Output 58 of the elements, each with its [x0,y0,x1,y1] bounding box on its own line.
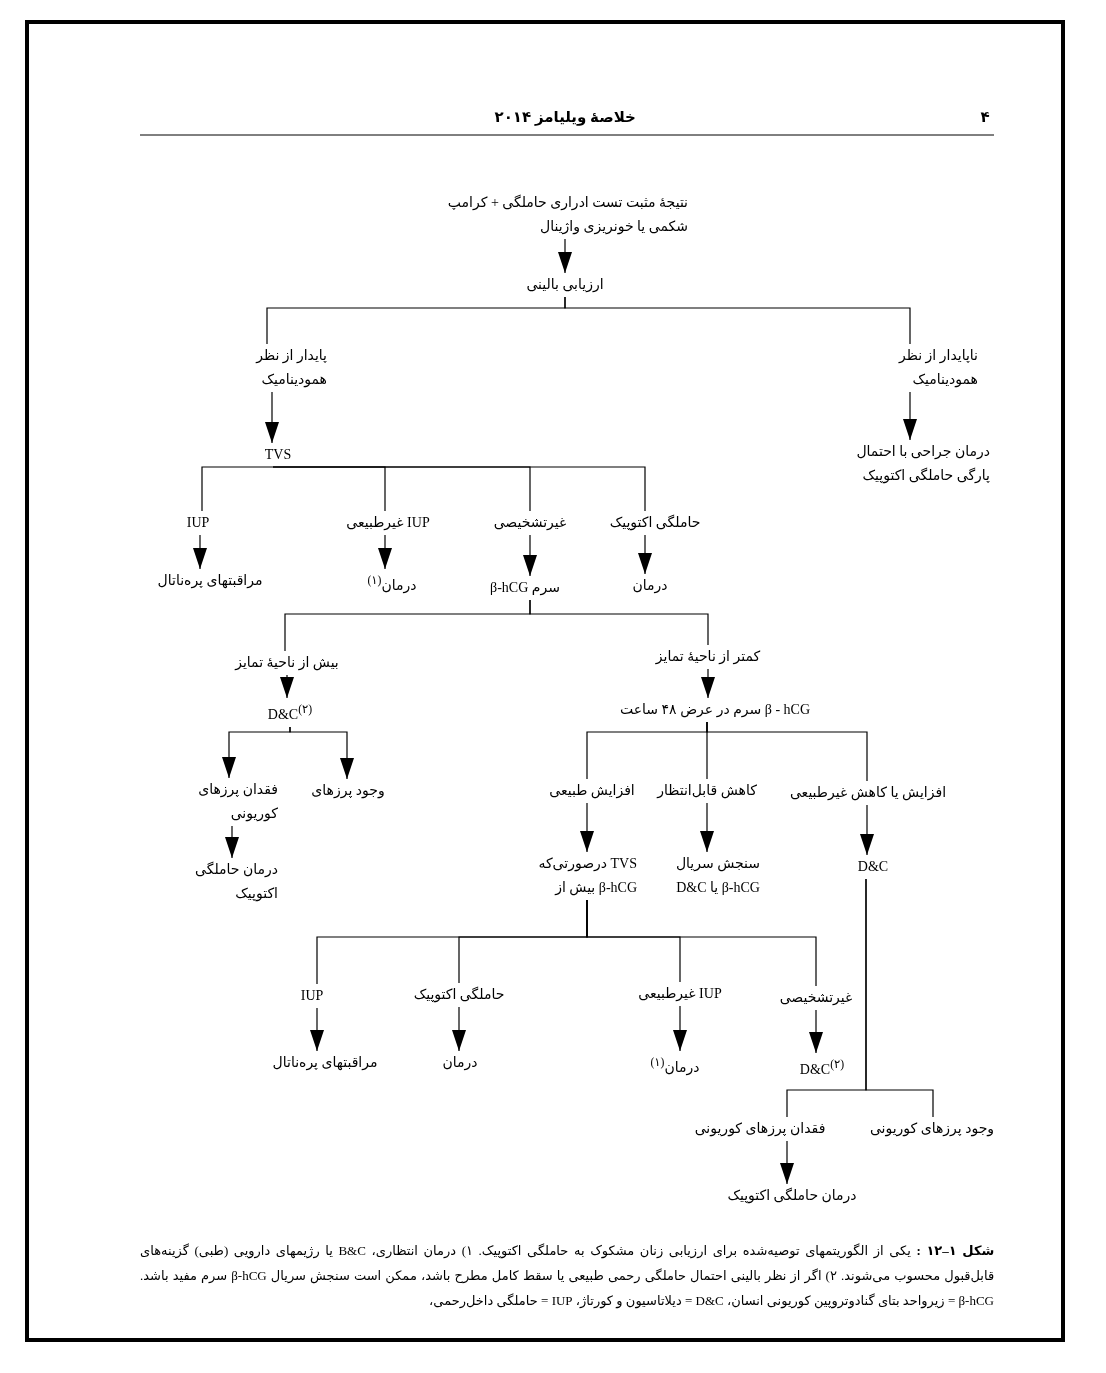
step-text: IUP [173,511,223,535]
step-text: درمان حاملگی اکتوپیک [717,1184,867,1208]
step-text: درمان [620,574,680,598]
branch-line [706,721,868,782]
branch-line [201,466,274,512]
branch-line [529,599,709,646]
arrow [452,1006,466,1052]
arrow [700,802,714,853]
step-text: ارزیابی بالینی [505,273,625,297]
arrow [580,802,594,853]
step-text: درمان$^{(۱)}$ [635,1051,715,1080]
branch-line [564,296,911,345]
arrow [523,534,537,577]
step-text: درمان [430,1051,490,1075]
step-text: افزایش طبیعی [542,779,642,803]
step-text: نتیجهٔ مثبت تست ادراری حاملگی + کرامپ شکمی یا خونریزی واژینال [428,191,688,239]
arrow [903,391,917,441]
arrow [378,534,392,570]
step-text: فقدان پرزهای کوریونی [178,778,278,826]
step-text: D&C [848,855,898,879]
branch-line [586,899,817,987]
step-text: درمان حاملگی اکتوپیک [178,858,278,906]
step-text: ناپایدار از نظر همودینامیک [848,344,978,392]
arrow [225,825,239,859]
arrow [809,1009,823,1054]
branch-line [865,878,934,1118]
arrow [860,804,874,856]
step-text: حاملگی اکتوپیک [404,983,514,1007]
step-text: فقدان پرزهای کوریونی [685,1117,835,1141]
step-text: غیرتشخیصی [485,511,575,535]
arrow [310,1007,324,1052]
step-text: پایدار از نظر همودینامیک [197,344,327,392]
step-text: کاهش قابل‌انتظار [652,779,762,803]
step-text: حاملگی اکتوپیک [600,511,710,535]
arrow [558,238,572,274]
arrow [265,391,279,444]
arrow [638,534,652,575]
step-text: بیش از ناحیهٔ تمایز [217,651,357,675]
step-text: درمان$^{(۱)}$ [352,569,432,598]
arrow [289,726,354,780]
arrow [280,674,294,699]
step-text: غیرتشخیصی [776,986,856,1010]
arrow [701,668,715,699]
step-text: وجود پرزهای کوریونی [867,1117,997,1141]
step-text: افزایش یا کاهش غیرطبیعی [788,781,948,805]
step-text: مراقبتهای پره‌ناتال [145,569,275,593]
step-text: درمان جراحی با احتمال پارگی حاملگی اکتوپیک [840,440,990,514]
arrow [780,1140,794,1185]
arrow [193,534,207,570]
branch-line [272,466,646,512]
step-text: کمتر از ناحیهٔ تمایز [638,645,778,669]
step-text: مراقبتهای پره‌ناتال [260,1051,390,1075]
arrow [673,1005,687,1052]
step-text: وجود پرزهای [303,779,393,803]
page-number: ۴ [980,108,990,126]
step-text: TVS [253,443,303,467]
running-head: خلاصهٔ ویلیامز ۲۰۱۴ [494,108,636,126]
step-text: IUP [287,984,337,1008]
